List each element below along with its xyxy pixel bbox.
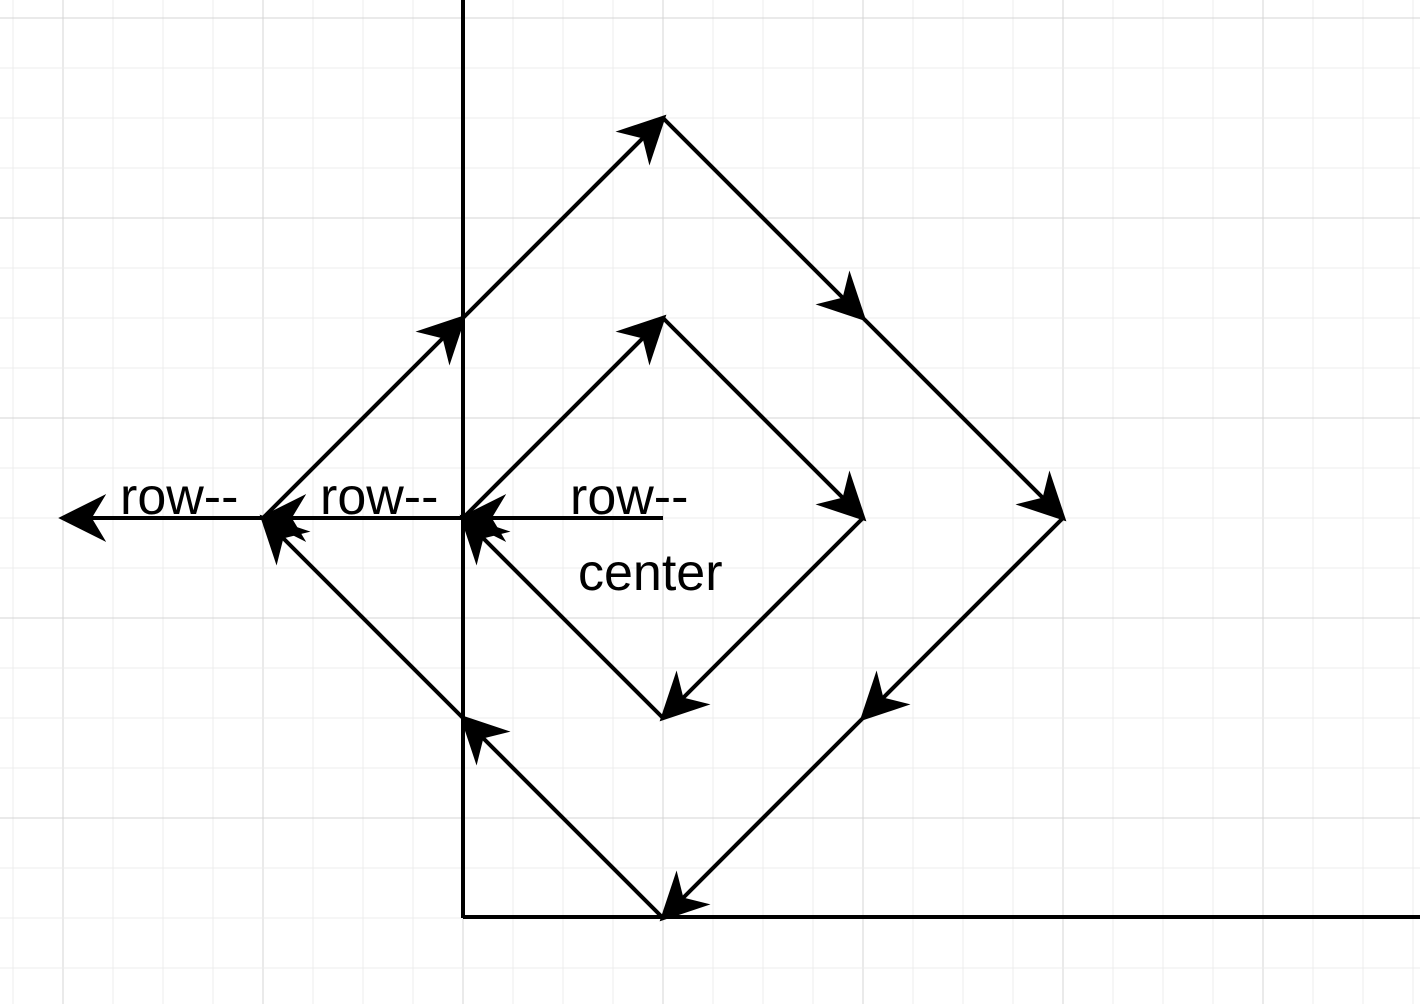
arrow-segment-6 — [659, 716, 865, 922]
arrow-segment-1 — [261, 314, 467, 520]
arrow-segment-12 — [459, 514, 665, 720]
arrow-paths — [58, 114, 1067, 922]
row-label-left: row-- — [120, 468, 238, 526]
center-label: center — [578, 544, 723, 602]
labels: row-- row-- row-- center — [120, 468, 723, 602]
arrow-segment-11 — [659, 516, 865, 722]
row-label-middle: row-- — [320, 468, 438, 526]
arrow-segment-2 — [461, 114, 667, 320]
arrow-segment-3 — [661, 116, 867, 322]
axes — [461, 0, 1420, 919]
arrow-segment-4 — [861, 316, 1067, 522]
arrow-segment-5 — [859, 516, 1065, 722]
row-label-right: row-- — [570, 468, 688, 526]
arrow-segment-9 — [461, 314, 667, 520]
arrow-segment-8 — [259, 514, 465, 720]
arrow-segment-10 — [661, 316, 867, 522]
arrow-segment-7 — [459, 714, 665, 920]
